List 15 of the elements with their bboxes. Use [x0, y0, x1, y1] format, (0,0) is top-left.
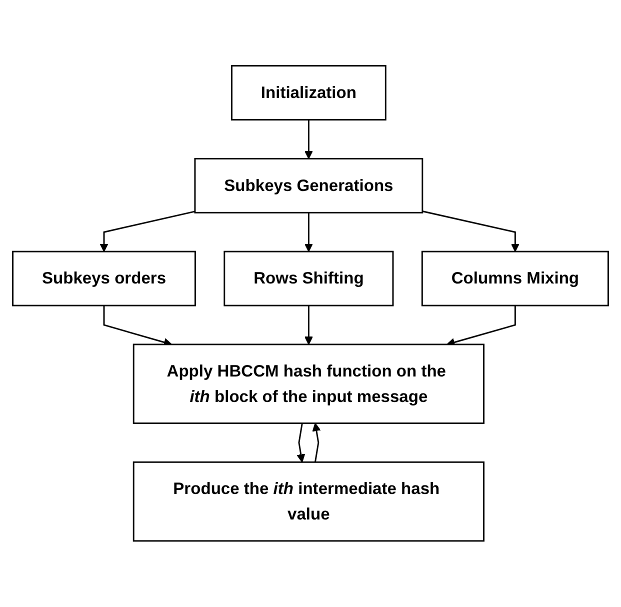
arrow — [422, 210, 520, 252]
arrow — [304, 306, 313, 345]
node-box — [231, 65, 386, 121]
node-box — [12, 250, 196, 306]
arrow — [100, 210, 196, 252]
flowchart: Initialization Subkeys Generations Subkeys orders Rows Shifting Columns Mixing Apply HBCCM hash function on the ith block of the input message Produce the ith intermediate hash value — [5, 58, 616, 549]
node-box — [224, 250, 394, 306]
arrow — [312, 422, 321, 462]
node-box — [132, 344, 484, 424]
arrow — [296, 423, 306, 463]
node-box — [132, 462, 484, 542]
node-box — [421, 250, 609, 306]
node-box — [194, 158, 424, 214]
arrow — [304, 120, 313, 160]
arrow — [304, 212, 313, 252]
